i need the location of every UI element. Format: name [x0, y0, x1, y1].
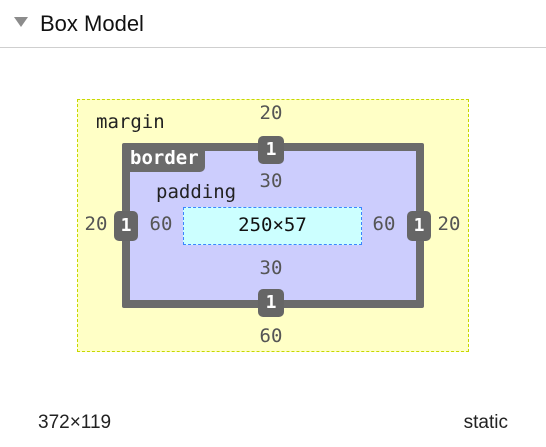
margin-right-value[interactable]: 20 — [437, 213, 461, 235]
computed-dimensions: 372×119 — [38, 412, 112, 433]
margin-left-value[interactable]: 20 — [84, 213, 108, 235]
border-top-value[interactable]: 1 — [258, 136, 284, 164]
disclosure-triangle-icon[interactable] — [14, 17, 28, 27]
margin-bottom-value[interactable]: 60 — [259, 325, 283, 347]
margin-top-value[interactable]: 20 — [259, 102, 283, 124]
section-title: Box Model — [40, 11, 144, 36]
padding-right-value[interactable]: 60 — [372, 213, 396, 235]
border-right-value[interactable]: 1 — [407, 211, 431, 241]
box-model-header[interactable]: Box Model — [0, 0, 546, 48]
padding-top-value[interactable]: 30 — [259, 170, 283, 192]
border-left-value[interactable]: 1 — [114, 211, 138, 241]
margin-label: margin — [96, 111, 165, 133]
content-box[interactable] — [183, 207, 362, 245]
padding-bottom-value[interactable]: 30 — [259, 257, 283, 279]
padding-label: padding — [156, 181, 237, 203]
padding-left-value[interactable]: 60 — [149, 213, 173, 235]
border-label: border — [124, 145, 205, 172]
position-value: static — [463, 412, 508, 433]
border-bottom-value[interactable]: 1 — [258, 289, 284, 317]
content-size-value[interactable]: 250×57 — [238, 214, 307, 236]
